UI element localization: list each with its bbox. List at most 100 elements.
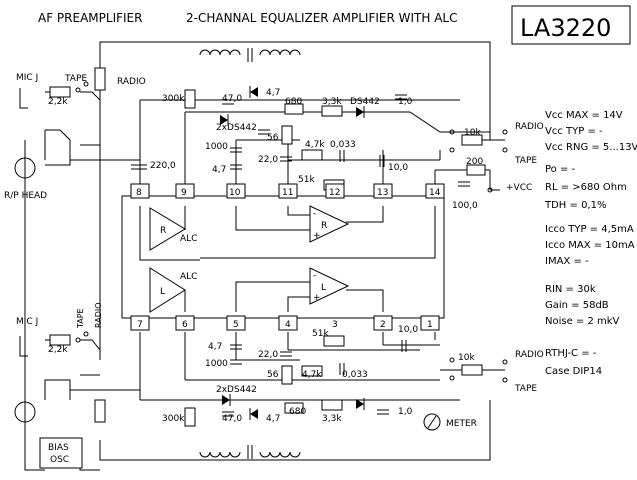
pin-3: 3 [332,320,338,330]
label-radio-top: RADIO [117,77,146,87]
label-c-4-7-top-a: 4,7 [266,88,280,98]
spec-rl: RL = >680 Ohm [545,182,627,193]
spec-vcc-max: Vcc MAX = 14V [545,110,623,121]
spec-icco-max: Icco MAX = 10mA [545,240,635,251]
spec-rthj: RTHJ-C = - [545,348,597,359]
label-c-100: 100,0 [452,201,478,211]
label-r-3k3-bottom: 3,3k [322,414,342,424]
label-r-4k7-top: 4,7k [305,140,325,150]
peripherals [14,81,508,469]
label-r-2k2-bottom: 2,2k [48,345,68,355]
label-r-51k-top: 51k [298,175,315,185]
label-c-1-top: 1,0 [398,97,413,107]
spec-po: Po = - [545,164,576,175]
spec-imax: IMAX = - [545,256,589,267]
ic-pins-top: 8 9 10 11 12 13 14 [130,183,445,199]
op-r-label: R [321,221,327,231]
labels-top: MIC J TAPE RADIO 2,2k 300k 47,0 4,7 2xDS… [4,73,544,211]
pin-1: 1 [427,320,433,330]
passives [49,67,486,427]
op-l-label: L [321,283,326,293]
op-r-minus: - [313,209,316,219]
op-l-plus: + [313,293,321,303]
pin-7: 7 [137,320,143,330]
spec-icco-typ: Icco TYP = 4,5mA [545,224,634,235]
part-number: LA3220 [520,14,611,42]
label-r-2k2-top: 2,2k [48,97,68,107]
pin-12: 12 [329,188,340,198]
label-tape-top: TAPE [64,74,87,84]
label-tape-out-bottom: TAPE [514,384,537,394]
label-r-200: 200 [466,157,483,167]
label-r-300k-bottom: 300k [162,414,185,424]
amp-l-label: L [160,287,165,297]
spec-rin: RIN = 30k [545,284,596,295]
label-ds442-top: DS442 [350,97,380,107]
label-meter: METER [446,419,477,429]
op-r-plus: + [313,231,321,241]
label-radio-out-bottom: RADIO [515,350,544,360]
part-number-box [511,5,631,45]
label-r-56-bottom: 56 [267,370,279,380]
label-rp-head: R/P HEAD [4,191,47,201]
label-tape-out-top: TAPE [514,156,537,166]
label-diodes-bottom: 2xDS442 [216,385,257,395]
alc-label-l: ALC [180,272,197,282]
label-c-4-7-bottom-b: 4,7 [266,414,280,424]
label-tape-bottom: TAPE [76,308,85,329]
label-c-10-top: 10,0 [388,163,408,173]
amp-r-label: R [160,226,166,236]
pin-14: 14 [429,188,441,198]
title-center: 2-CHANNAL EQUALIZER AMPLIFIER WITH ALC [186,11,457,25]
label-r-680-bottom: 680 [289,407,306,417]
label-c-4-7-top-b: 4,7 [212,165,226,175]
label-c-220: 220,0 [150,161,176,171]
spec-noise: Noise = 2 mkV [545,316,620,327]
label-c-10-bottom: 10,0 [398,325,418,335]
pin-11: 11 [282,188,293,198]
pin-6: 6 [182,320,188,330]
label-r-10k-bottom: 10k [458,353,475,363]
label-r-3k3-top: 3,3k [322,97,342,107]
label-c-47-top: 47,0 [222,94,242,104]
spec-case: Case DIP14 [545,366,602,377]
pin-8: 8 [136,188,142,198]
label-c-4-7-bottom-a: 4,7 [208,342,222,352]
spec-gain: Gain = 58dB [545,300,609,311]
spec-vcc-rng: Vcc RNG = 5...13V [545,142,637,153]
pin-10: 10 [229,188,241,198]
labels-bottom: MIC J TAPE RADIO 2,2k 4,7 1000 22,0 56 4… [16,302,544,465]
pin-4: 4 [285,320,291,330]
label-diodes-top: 2xDS442 [216,123,257,133]
pin-5: 5 [233,320,239,330]
label-vcc: +VCC [506,183,532,193]
spec-tdh: TDH = 0,1% [544,200,606,211]
label-c-22-bottom: 22,0 [258,350,278,360]
pin-13: 13 [377,188,388,198]
label-c-0033-bottom: 0,033 [342,370,368,380]
label-r-10k-top: 10k [464,128,481,138]
pin-2: 2 [380,320,386,330]
label-mic-j-bottom: MIC J [16,317,38,327]
label-r-300k-top: 300k [162,94,185,104]
specs-panel: Vcc MAX = 14V Vcc TYP = - Vcc RNG = 5...… [544,110,637,377]
label-bias: BIAS [48,443,69,453]
op-l-minus: - [313,271,316,281]
ic-pins-bottom: 7 6 5 4 2 1 3 [130,315,440,331]
label-radio-bottom: RADIO [94,302,103,328]
label-osc: OSC [50,455,69,465]
label-r-4k7-bottom: 4,7k [302,370,322,380]
label-c-1000-bottom: 1000 [205,359,228,369]
pin-9: 9 [181,188,187,198]
diodes [220,86,365,420]
spec-vcc-typ: Vcc TYP = - [545,126,603,137]
label-r-51k-bottom: 51k [312,329,329,339]
ic-amplifiers: R L ALC ALC R L - + - + [149,205,350,313]
label-mic-j-top: MIC J [16,73,38,83]
label-c-1-bottom: 1,0 [398,407,413,417]
label-r-56-top: 56 [267,133,279,143]
alc-label-r: ALC [180,234,197,244]
label-radio-out-top: RADIO [515,122,544,132]
label-c-22-top: 22,0 [258,155,278,165]
